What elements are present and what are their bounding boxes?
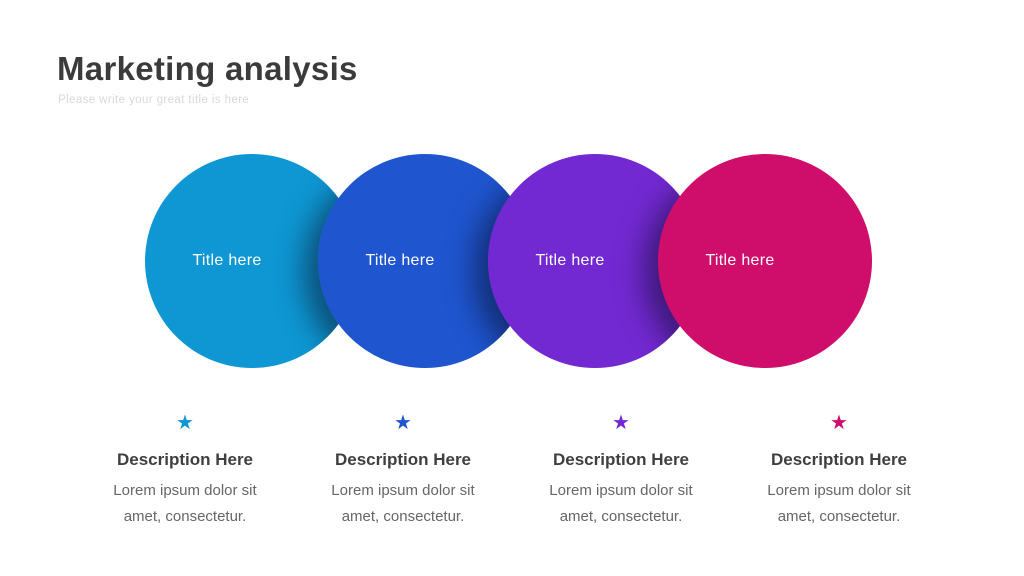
page-subtitle: Please write your great title is here: [58, 94, 250, 106]
star-icon: ★: [830, 412, 848, 434]
circle-title: Title here: [705, 252, 775, 269]
description-column-4: ★ Description Here Lorem ipsum dolor sit…: [754, 413, 924, 530]
circle-step-4: Title here: [658, 154, 872, 368]
description-column-2: ★ Description Here Lorem ipsum dolor sit…: [318, 413, 488, 530]
column-body: Lorem ipsum dolor sit amet, consectetur.: [113, 482, 257, 525]
column-body: Lorem ipsum dolor sit amet, consectetur.: [331, 482, 475, 525]
star-icon: ★: [176, 412, 194, 434]
column-body: Lorem ipsum dolor sit amet, consectetur.: [767, 482, 911, 525]
description-column-3: ★ Description Here Lorem ipsum dolor sit…: [536, 413, 706, 530]
column-heading: Description Here: [552, 450, 690, 469]
star-icon: ★: [612, 412, 630, 434]
page-title: Marketing analysis: [57, 50, 358, 87]
star-icon: ★: [394, 412, 412, 434]
description-column-1: ★ Description Here Lorem ipsum dolor sit…: [100, 413, 270, 530]
circle-title: Title here: [192, 252, 262, 269]
circle-title: Title here: [535, 252, 605, 269]
description-columns: ★ Description Here Lorem ipsum dolor sit…: [100, 413, 924, 530]
circle-title: Title here: [365, 252, 435, 269]
column-body: Lorem ipsum dolor sit amet, consectetur.: [549, 482, 693, 525]
column-heading: Description Here: [770, 450, 908, 469]
column-heading: Description Here: [116, 450, 254, 469]
column-heading: Description Here: [334, 450, 472, 469]
